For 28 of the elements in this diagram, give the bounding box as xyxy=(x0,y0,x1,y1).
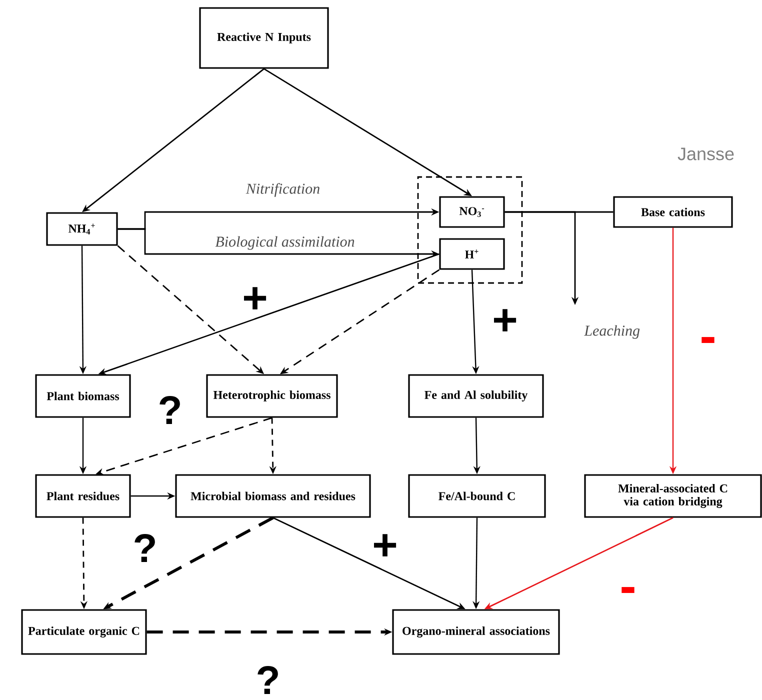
process-box: Fe and Al solubility xyxy=(408,374,544,418)
process-box: Plant biomass xyxy=(35,374,131,418)
question-mark: ? xyxy=(134,534,155,562)
process-box: Base cations xyxy=(613,196,733,228)
process-box: Reactive N Inputs xyxy=(199,7,329,69)
process-box: Fe/Al-bound C xyxy=(408,474,546,518)
process-box: Plant residues xyxy=(35,474,131,518)
question-mark: ? xyxy=(160,396,180,424)
process-box: Particulate organic C xyxy=(21,609,147,655)
process-box: Mineral-associated C via cation bridging xyxy=(584,474,762,518)
jansse-text: Jansse xyxy=(678,148,734,160)
process-box: Microbial biomass and residues xyxy=(175,474,371,518)
process-box: NO$_{3}$- xyxy=(439,196,505,228)
dashed-group-box xyxy=(417,176,523,284)
process-box: NH$_{4}$+ xyxy=(46,212,118,246)
edge-label: Biological assimilation xyxy=(215,236,354,250)
plus-sign: + xyxy=(374,534,396,556)
minus-sign: - xyxy=(702,337,714,343)
question-mark: ? xyxy=(258,666,278,694)
process-box: H$^{+}$ xyxy=(439,238,505,270)
minus-sign: - xyxy=(622,587,634,593)
plus-sign: + xyxy=(494,309,516,332)
process-box: Heterotrophic biomass xyxy=(206,374,338,418)
process-box: Organo-mineral associations xyxy=(392,609,560,655)
edge-label: Nitrification xyxy=(246,183,320,197)
plus-sign: + xyxy=(244,287,266,310)
edge-label: Leaching xyxy=(584,325,640,339)
connector-line xyxy=(504,211,614,213)
